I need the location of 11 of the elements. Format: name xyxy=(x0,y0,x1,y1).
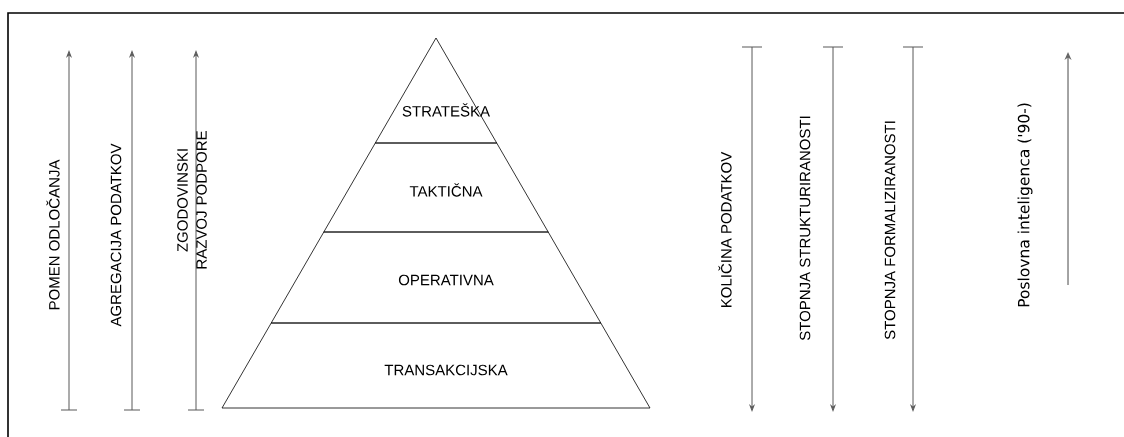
rotated-label: Poslovna inteligenca ('90-) xyxy=(1017,103,1033,307)
rotated-label: POMEN ODLOČANJA xyxy=(46,159,60,310)
rotated-label: AGREGACIJA PODATKOV xyxy=(110,143,122,327)
pyramid-level: TRANSAKCIJSKA xyxy=(221,322,651,409)
rotated-label: STOPNJA STRUKTURIRANOSTI xyxy=(799,116,811,341)
rotated-label: STOPNJA FORMALIZIRANOSTI xyxy=(884,121,896,340)
rotated-label: ZGODOVINSKI RAZVOJ PODPORE xyxy=(177,131,207,269)
pyramid-level: TAKTIČNA xyxy=(323,142,549,233)
rotated-label: KOLIČINA PODATKOV xyxy=(718,151,732,307)
pyramid-level: STRATEŠKA xyxy=(374,37,498,144)
pyramid-level: OPERATIVNA xyxy=(270,231,602,324)
